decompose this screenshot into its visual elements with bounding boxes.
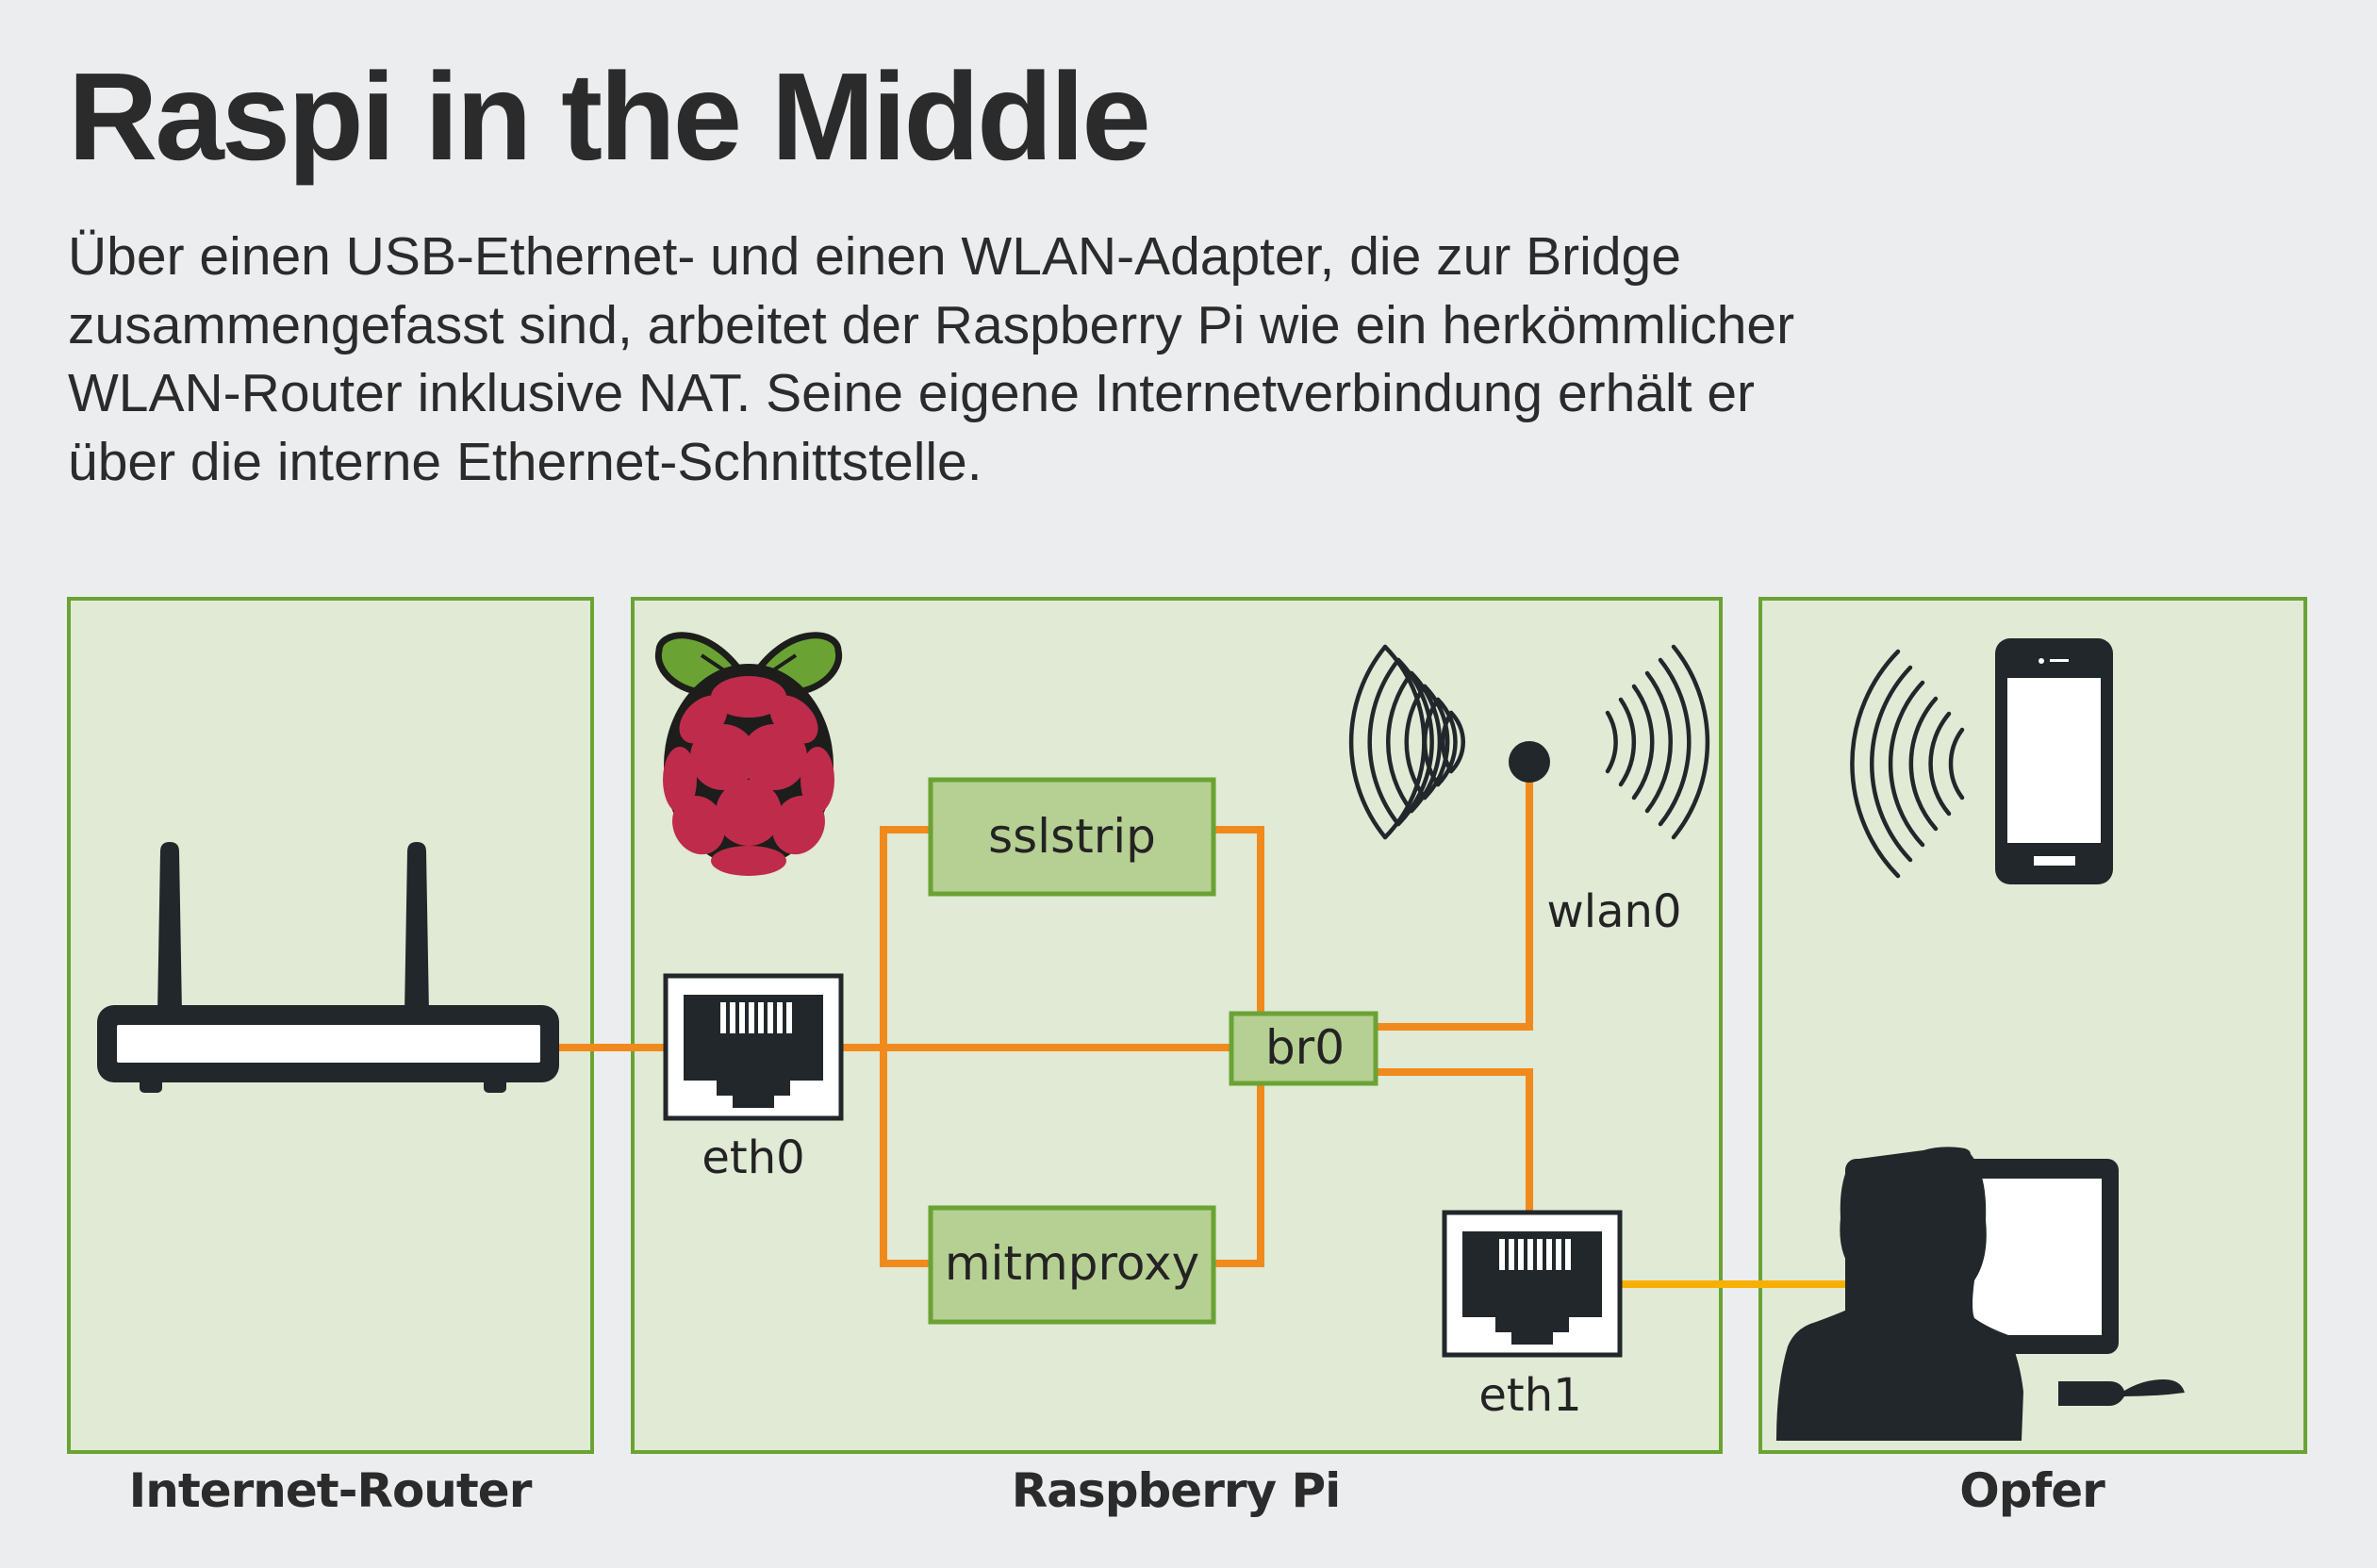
bridge-node-br0[interactable]: br0 (1229, 1011, 1378, 1086)
mitmproxy-node[interactable]: mitmproxy (928, 1205, 1216, 1325)
raspberry-pi-logo-icon (654, 632, 843, 876)
wire-br0-wlan0 (1377, 762, 1533, 1031)
wire-br0-eth1 (1377, 1068, 1533, 1214)
page-title: Raspi in the Middle (68, 47, 1151, 186)
eth1-label: eth1 (1478, 1369, 1581, 1422)
description-line: zusammengefasst sind, arbeitet der Raspb… (68, 294, 1795, 355)
panel-label-internet-router: Internet-Router (128, 1463, 533, 1518)
wires (556, 762, 1533, 1267)
user-at-computer-icon (1776, 1147, 2185, 1441)
description: Über einen USB-Ethernet- und einen WLAN-… (68, 223, 2142, 496)
panel-label-raspberry-pi: Raspberry Pi (1011, 1463, 1342, 1518)
wire-eth0-sslstrip (880, 826, 931, 1267)
wireless-signal-icon (1348, 644, 1454, 840)
eth0-label: eth0 (702, 1131, 804, 1184)
wifi-router-icon (97, 842, 559, 1093)
description-line: WLAN-Router inklusive NAT. Seine eigene … (68, 363, 1756, 423)
description-line: Über einen USB-Ethernet- und einen WLAN-… (68, 226, 1681, 287)
wireless-signal-icon (1850, 649, 1965, 879)
wireless-signal-icon (1605, 644, 1710, 840)
panel-label-victim: Opfer (1959, 1463, 2105, 1518)
antenna-dot-icon (1509, 741, 1550, 783)
wlan0-label: wlan0 (1547, 885, 1682, 938)
mitmproxy-label: mitmproxy (945, 1236, 1199, 1291)
description-line: über die interne Ethernet-Schnittstelle. (68, 431, 982, 492)
smartphone-icon (1995, 638, 2113, 884)
ethernet-port-icon (663, 973, 844, 1121)
sslstrip-label: sslstrip (988, 809, 1156, 864)
sslstrip-node[interactable]: sslstrip (928, 777, 1216, 897)
ethernet-port-icon (1442, 1210, 1623, 1358)
br0-label: br0 (1265, 1020, 1345, 1075)
